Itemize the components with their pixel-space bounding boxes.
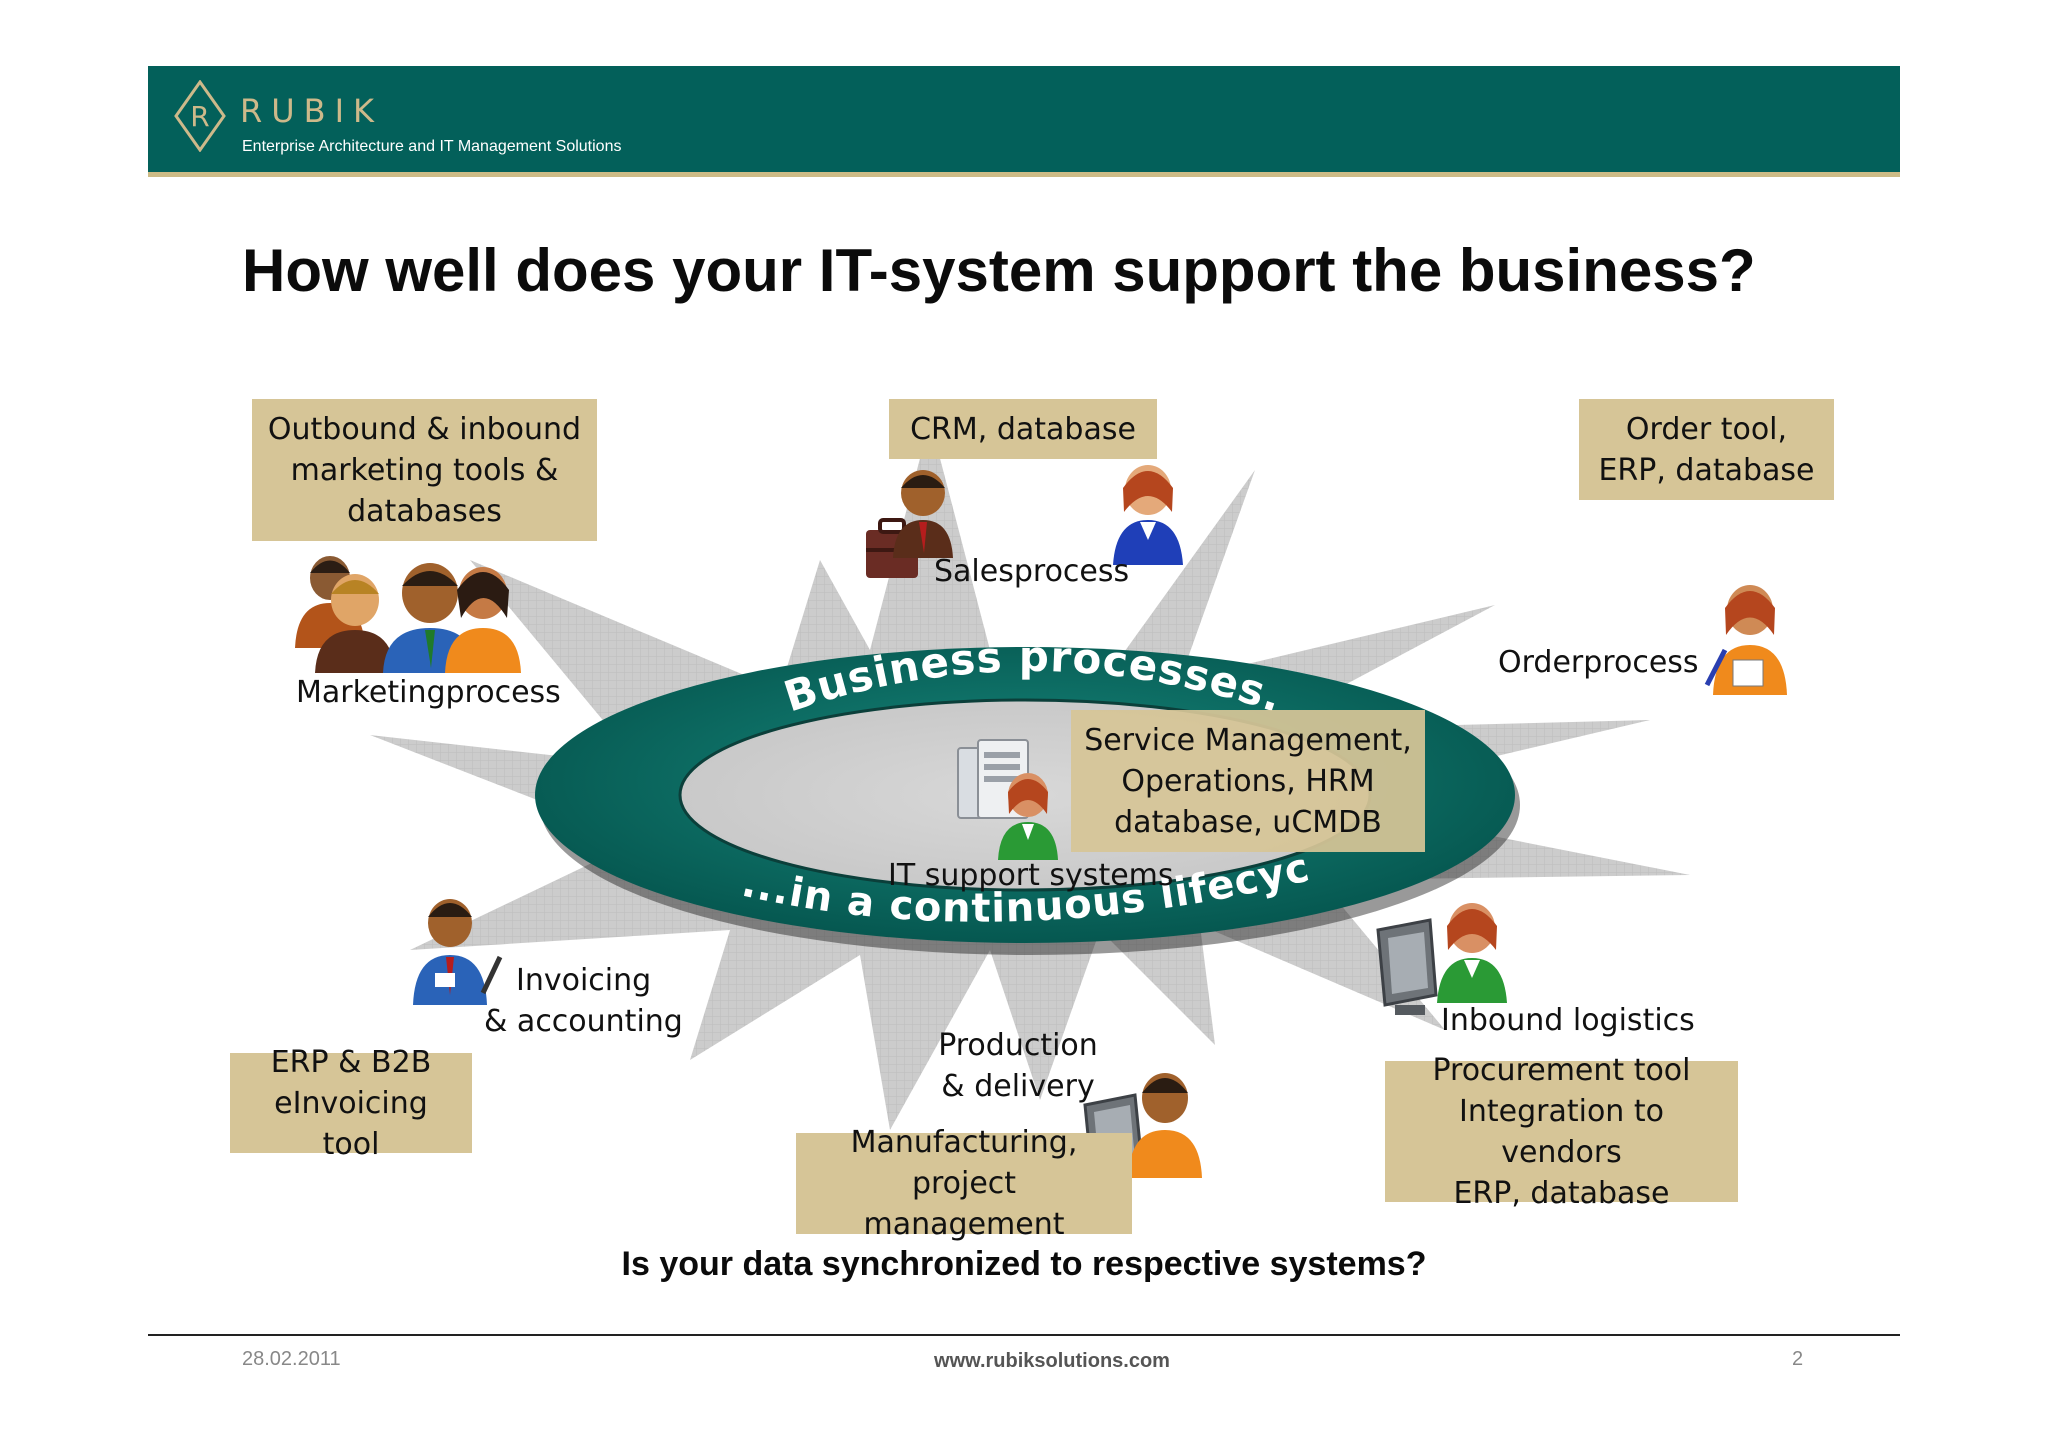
- label-salesprocess: Salesprocess: [934, 554, 1130, 589]
- label-production: Production & delivery: [918, 1025, 1118, 1107]
- box-marketing-tools: Outbound & inbound marketing tools & dat…: [252, 399, 597, 541]
- box-manufacturing-line2: project management: [863, 1166, 1065, 1242]
- label-production-line1: Production: [938, 1028, 1098, 1063]
- box-erp-b2b-line2: eInvoicing tool: [274, 1085, 428, 1162]
- box-service-management: Service Management, Operations, HRM data…: [1071, 710, 1425, 852]
- salesman-icon: [893, 470, 953, 558]
- label-invoicing-line2: & accounting: [484, 1004, 683, 1039]
- box-service-line2: Operations, HRM: [1121, 763, 1375, 799]
- box-order-tool-line2: ERP, database: [1598, 452, 1815, 488]
- star-burst: [370, 420, 1690, 1130]
- logo-letter: R: [190, 100, 209, 133]
- label-it-support-systems: IT support systems: [888, 858, 1174, 893]
- box-marketing-tools-line3: databases: [347, 493, 502, 529]
- box-marketing-tools-line1: Outbound & inbound: [267, 411, 582, 447]
- footer-date: 28.02.2011: [242, 1348, 341, 1370]
- box-procurement-line1: Procurement tool: [1432, 1052, 1691, 1088]
- marketing-team-icon: [295, 556, 521, 673]
- brand-tagline: Enterprise Architecture and IT Managemen…: [242, 138, 622, 155]
- monitor-icon-inbound: [1376, 918, 1438, 1015]
- box-service-line3: database, uCMDB: [1114, 804, 1382, 840]
- label-marketingprocess: Marketingprocess: [296, 675, 561, 710]
- label-invoicing-line1: Invoicing: [516, 963, 652, 998]
- label-inbound-logistics: Inbound logistics: [1441, 1003, 1695, 1038]
- header-bar: [148, 66, 1900, 177]
- label-orderprocess: Orderprocess: [1498, 645, 1699, 680]
- box-erp-b2b: ERP & B2B eInvoicing tool: [230, 1045, 472, 1162]
- label-invoicing: Invoicing & accounting: [484, 960, 683, 1042]
- box-crm-line1: CRM, database: [910, 411, 1136, 447]
- slide-title: How well does your IT-system support the…: [242, 237, 1756, 304]
- label-production-line2: & delivery: [941, 1069, 1095, 1104]
- footer-divider: [148, 1334, 1900, 1336]
- box-procurement-line3: ERP, database: [1453, 1175, 1670, 1211]
- box-order-tool: Order tool, ERP, database: [1579, 399, 1834, 500]
- box-order-tool-line1: Order tool,: [1625, 411, 1788, 447]
- box-erp-b2b-line1: ERP & B2B: [270, 1044, 432, 1080]
- accountant-icon: [413, 899, 503, 1005]
- box-marketing-tools-line2: marketing tools &: [290, 452, 559, 488]
- logistics-clerk-icon: [1437, 903, 1507, 1003]
- box-procurement: Procurement tool Integration to vendors …: [1385, 1053, 1738, 1211]
- production-worker-icon: [1128, 1073, 1202, 1178]
- ring-top-text: Business processes...: [0, 0, 1289, 722]
- closing-question: Is your data synchronized to respective …: [621, 1245, 1427, 1283]
- order-clerk-icon: [1704, 585, 1787, 695]
- box-manufacturing: Manufacturing, project management: [796, 1125, 1132, 1242]
- box-procurement-line2: Integration to vendors: [1459, 1093, 1664, 1170]
- page-number: 2: [1792, 1348, 1804, 1370]
- box-manufacturing-line1: Manufacturing,: [850, 1125, 1078, 1160]
- saleswoman-icon: [1113, 465, 1183, 565]
- rubik-logo-icon: R: [174, 80, 226, 152]
- brand-name: RUBIK: [240, 92, 384, 130]
- footer-url[interactable]: www.rubiksolutions.com: [934, 1350, 1170, 1372]
- box-crm: CRM, database: [889, 399, 1157, 459]
- box-service-line1: Service Management,: [1084, 722, 1412, 758]
- it-support-person-icon: [998, 773, 1058, 860]
